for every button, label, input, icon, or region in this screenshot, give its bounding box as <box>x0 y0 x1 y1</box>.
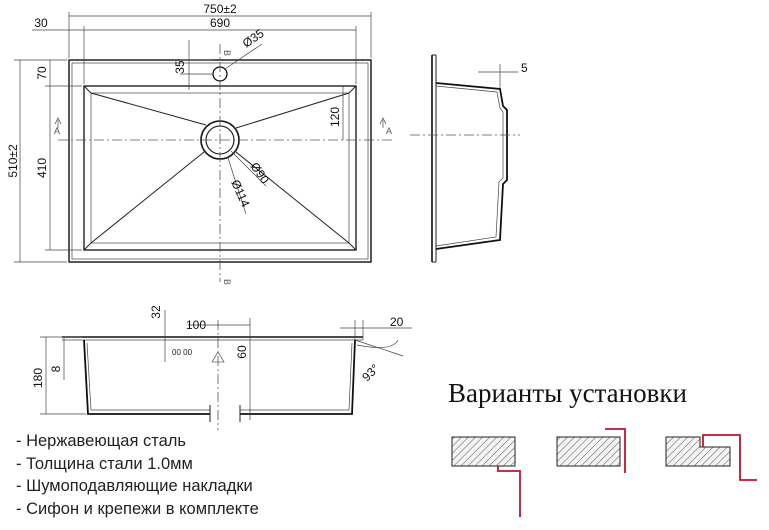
dim-overall-width: 750±2 <box>203 2 237 16</box>
feature-item: - Нержавеющая сталь <box>16 432 186 450</box>
features-list: - Нержавеющая сталь - Толщина стали 1.0м… <box>16 430 259 520</box>
dim-bowl-width: 690 <box>210 16 230 30</box>
dim-bowl-depth: 410 <box>35 158 49 178</box>
section-a-left-label: A <box>54 126 60 136</box>
install-variant-1 <box>451 436 521 517</box>
dim-rim-width: 20 <box>390 315 404 329</box>
top-view: A A B B 750±2 690 30 510±2 410 70 35 Ø35 <box>6 2 392 285</box>
dim-rim-top: 70 <box>35 66 49 80</box>
install-variant-3 <box>665 434 757 481</box>
feature-item: - Толщина стали 1.0мм <box>16 454 193 473</box>
install-variant-2 <box>556 428 626 473</box>
dim-tap-offset: 35 <box>173 60 187 74</box>
feature-item: - Сифон и крепежи в комплекте <box>16 499 259 518</box>
dim-rim-thickness: 8 <box>49 365 63 372</box>
dim-overall-height: 180 <box>31 368 45 388</box>
dim-overflow-offset: 100 <box>186 318 206 332</box>
dim-overall-depth: 510±2 <box>6 144 20 178</box>
dim-drain-depth: 60 <box>235 345 249 359</box>
dim-drain-outer: Ø114 <box>228 178 252 210</box>
feature-item: - Шумоподавляющие накладки <box>16 477 253 495</box>
side-view: 5 <box>410 54 528 263</box>
section-a-right-label: A <box>386 126 392 136</box>
svg-text:00 00: 00 00 <box>172 348 193 357</box>
section-view: 00 00 32 100 60 20 93° 180 8 <box>31 305 412 430</box>
dim-wall-angle: 93° <box>359 361 382 384</box>
dim-rim-left: 30 <box>34 16 48 30</box>
dim-drain-offset: 120 <box>328 107 342 127</box>
section-b-bottom-label: B <box>222 279 232 285</box>
dim-overflow-height: 32 <box>149 305 163 319</box>
section-b-top-label: B <box>222 50 232 56</box>
dim-flange: 5 <box>521 61 528 75</box>
install-variants-title: Варианты установки <box>448 378 687 408</box>
